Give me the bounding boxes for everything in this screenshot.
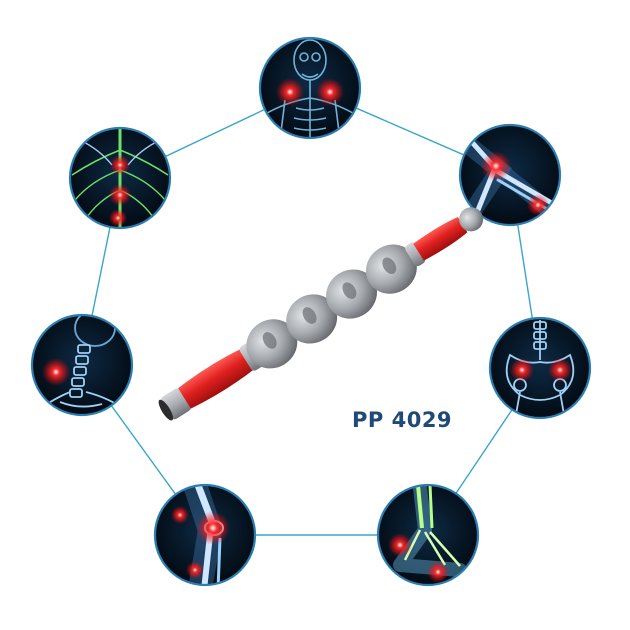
massage-stick	[158, 207, 484, 421]
body-part-ankle-foot	[376, 483, 480, 587]
product-code: PP 4029	[352, 408, 453, 432]
body-part-elbow	[458, 123, 562, 227]
body-part-pelvis	[488, 316, 592, 420]
body-part-cervical-spine	[30, 313, 134, 417]
body-part-upper-back	[68, 126, 172, 230]
body-part-knee	[153, 483, 257, 587]
body-part-head-neck	[258, 36, 362, 140]
